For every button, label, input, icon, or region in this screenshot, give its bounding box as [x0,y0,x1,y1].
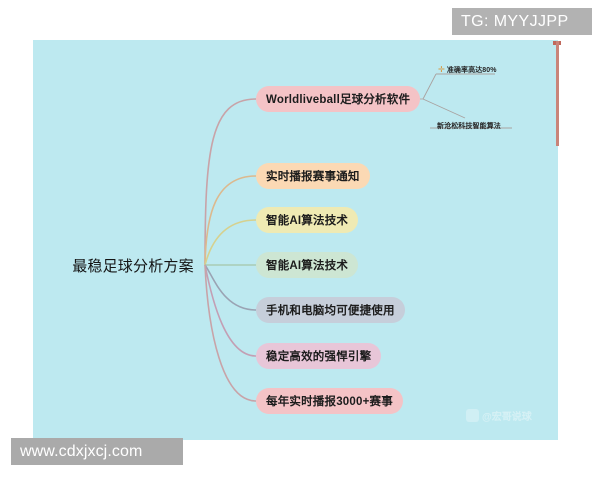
mindmap-root-label: 最稳足球分析方案 [72,257,194,275]
mindmap-subnode-algorithm[interactable]: 新沧松科技智能算法 [437,121,501,131]
mindmap-branch-label-3: 智能AI算法技术 [266,260,349,272]
mindmap-branch-label-5: 稳定高效的强悍引擎 [266,351,372,363]
corner-watermark-text: @宏哥说球 [482,412,532,423]
mindmap-branch-label-6: 每年实时播报3000+赛事 [266,396,393,408]
mindmap-branch-node-5[interactable]: 稳定高效的强悍引擎 [256,343,382,369]
mindmap-subnode-accuracy[interactable]: ✛ 准确率高达80% [438,65,497,75]
mindmap-subnode-algorithm-label: 新沧松科技智能算法 [437,123,501,130]
mindmap-branch-node-1[interactable]: 实时播报赛事通知 [256,163,370,189]
url-watermark-text: www.cdxjxcj.com [20,442,143,460]
mindmap-branch-node-4[interactable]: 手机和电脑均可便捷使用 [256,297,405,323]
scroll-marker-line[interactable] [556,41,559,146]
mindmap-branch-label-0: Worldliveball足球分析软件 [266,94,411,106]
mindmap-branch-node-2[interactable]: 智能AI算法技术 [256,207,359,233]
mindmap-branch-node-6[interactable]: 每年实时播报3000+赛事 [256,388,403,414]
mindmap-branch-label-2: 智能AI算法技术 [266,215,349,227]
tg-banner-text: TG: MYYJJPP [461,12,569,30]
mindmap-branch-node-3[interactable]: 智能AI算法技术 [256,252,359,278]
mindmap-branch-label-4: 手机和电脑均可便捷使用 [266,305,395,317]
tg-banner: TG: MYYJJPP [452,8,592,35]
mindmap-root-node[interactable]: 最稳足球分析方案 [58,248,208,282]
mindmap-branch-label-1: 实时播报赛事通知 [266,171,360,183]
corner-watermark: @宏哥说球 [466,408,532,423]
mindmap-subnode-accuracy-label: 准确率高达80% [446,67,497,74]
url-watermark-banner: www.cdxjxcj.com [11,438,183,465]
plus-icon: ✛ [438,65,445,74]
mindmap-branch-node-0[interactable]: Worldliveball足球分析软件 [256,86,421,112]
paw-logo-icon [466,409,479,422]
